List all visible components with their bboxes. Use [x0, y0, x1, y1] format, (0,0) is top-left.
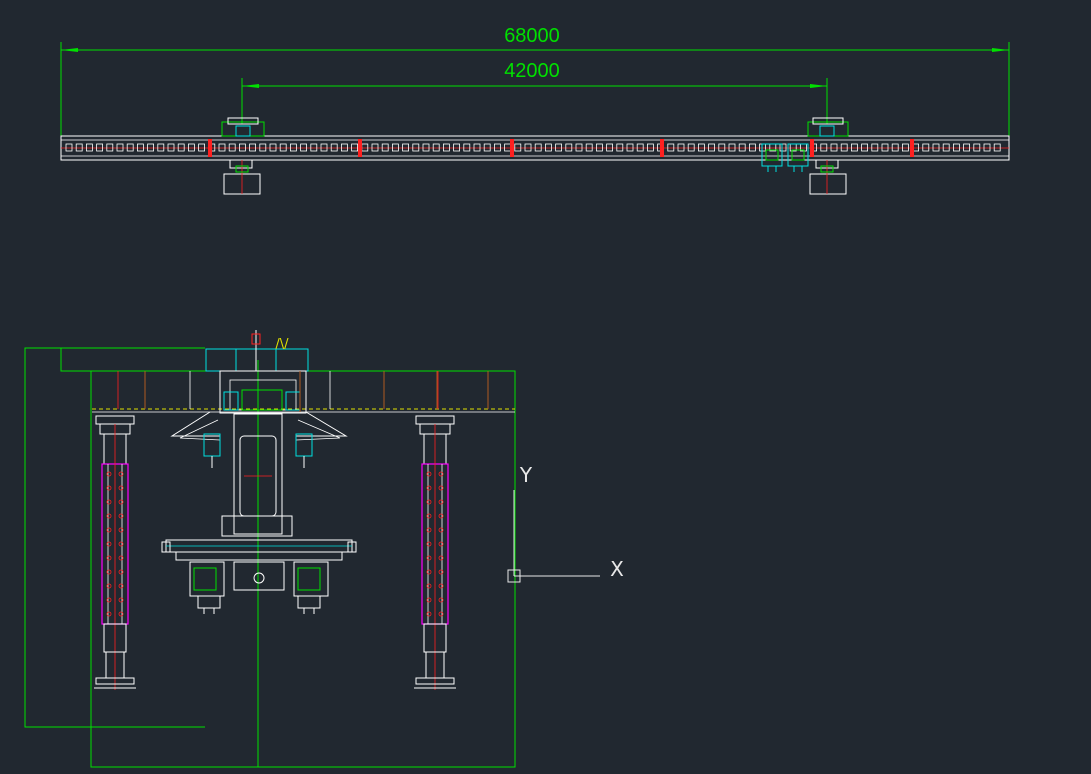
right-support-leg: [414, 415, 456, 690]
rail-span-label: 42000: [504, 60, 560, 82]
ucs-y-label: Y: [519, 463, 533, 487]
level-marker: /\/: [275, 337, 289, 352]
ucs-icon: Y X: [507, 463, 624, 583]
right-end-carriage: [807, 117, 849, 195]
hoist-trolley: [761, 143, 809, 172]
cross-beam: [92, 371, 515, 413]
overall-span-label: 68000: [504, 25, 560, 47]
viewport-frame-lines: [24, 347, 516, 768]
left-end-carriage: [221, 117, 265, 195]
left-leg-bolts: [106, 471, 124, 617]
elevation-view: 68000 42000: [60, 25, 1010, 195]
ucs-x-label: X: [610, 557, 624, 581]
girder-splice-joints: [208, 139, 914, 157]
right-leg-bolts: [426, 471, 444, 617]
dimension-rail-span: 42000: [241, 60, 828, 124]
side-view: /\/: [24, 330, 624, 768]
main-girder: [60, 135, 1010, 161]
dimension-overall-span: 68000: [60, 25, 1010, 136]
left-support-leg: [94, 415, 136, 690]
girder-hole-pattern: [65, 143, 1001, 152]
central-trolley-assembly: /\/: [161, 330, 357, 614]
